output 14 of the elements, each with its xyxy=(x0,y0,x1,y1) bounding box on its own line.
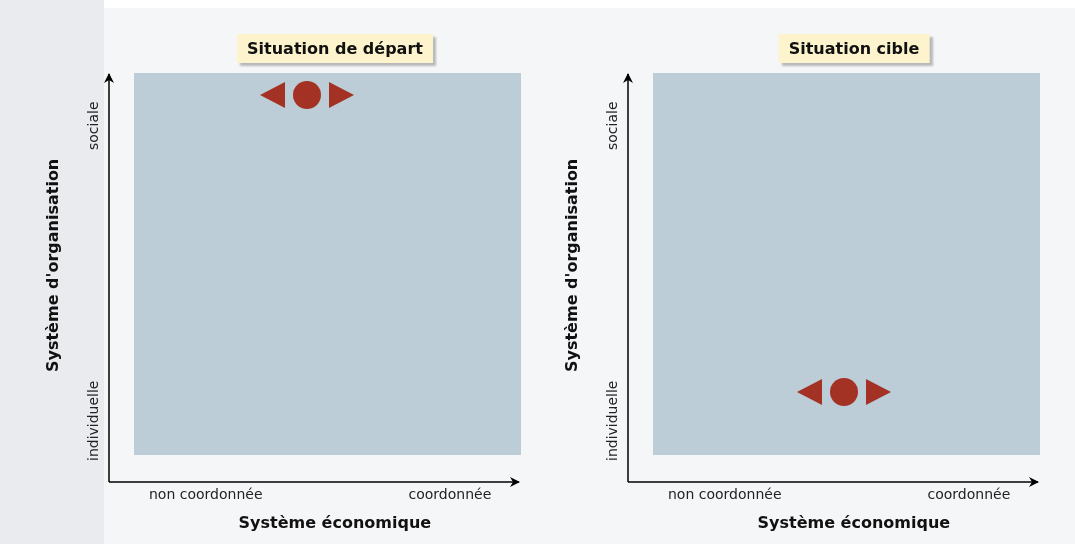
axis-end-label: individuelle xyxy=(85,380,101,461)
panel-title: Situation cible xyxy=(778,34,930,63)
axis-end-label: coordonnée xyxy=(408,486,492,502)
axis-title: Système d'organisation xyxy=(561,158,581,372)
axis-title: Système économique xyxy=(238,512,432,532)
panel-title: Situation de départ xyxy=(237,34,433,63)
axis-title: Système économique xyxy=(757,512,951,532)
axis-end-label: individuelle xyxy=(604,380,620,461)
axis-end-label: non coordonnée xyxy=(668,486,782,502)
axis-end-label: sociale xyxy=(604,101,620,150)
axis-title: Système d'organisation xyxy=(42,158,62,372)
axis-end-label: sociale xyxy=(85,101,101,150)
axis-end-label: non coordonnée xyxy=(149,486,263,502)
axis-end-label: coordonnée xyxy=(927,486,1011,502)
